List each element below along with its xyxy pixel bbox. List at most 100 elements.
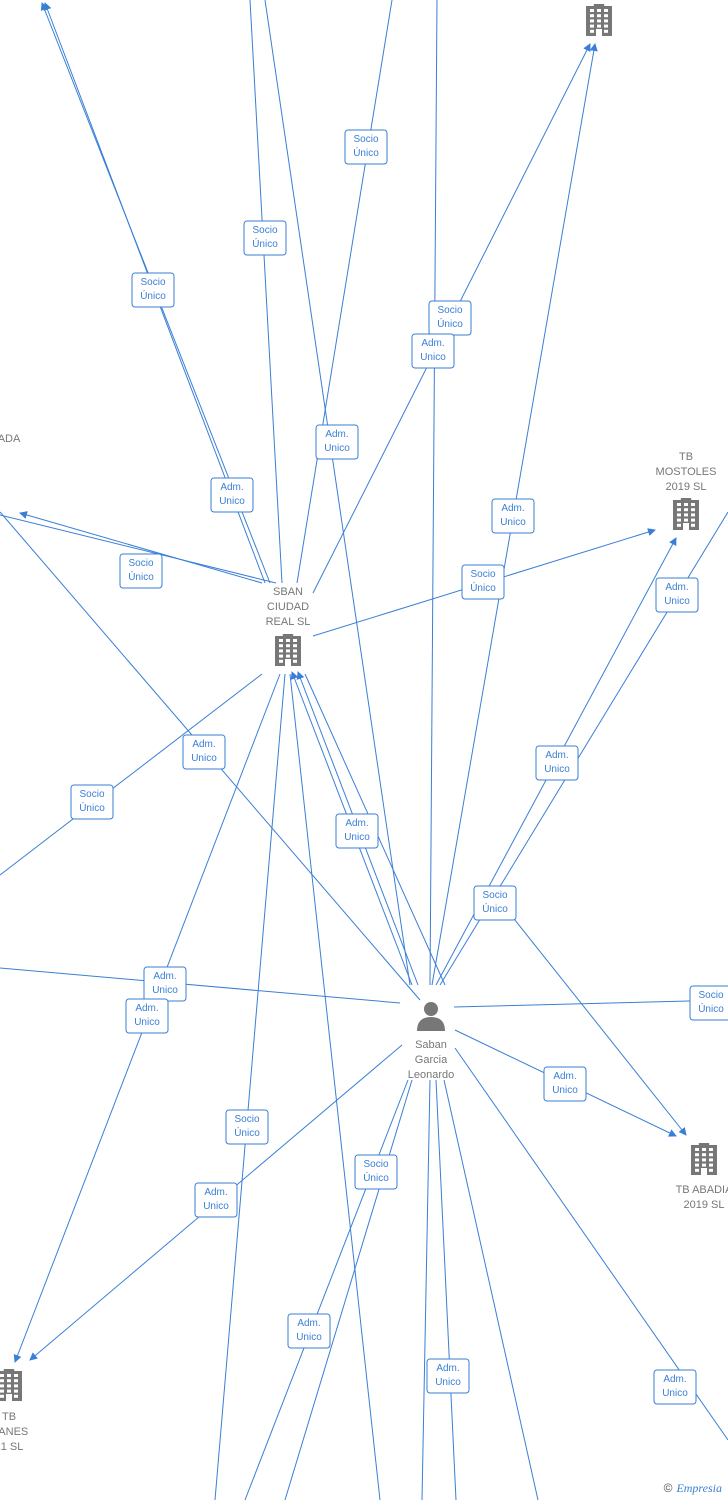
edge-label-text: Socio: [470, 569, 495, 580]
edge-label-text: Unico: [664, 596, 690, 607]
relation-edge: [421, 1079, 431, 1500]
company-node[interactable]: TB ABADIA 2019 SL: [676, 1143, 728, 1211]
node-label: 21 SL: [0, 1441, 23, 1453]
edge-label-text: Socio: [698, 990, 723, 1001]
relation-edge: [249, 0, 283, 584]
edge-label-text: Unico: [662, 1388, 688, 1399]
edge-label-text: Único: [698, 1002, 724, 1015]
edge-label-text: Adm.: [345, 818, 368, 829]
relation-edge: [264, 0, 411, 986]
node-label: MOSTOLES: [656, 466, 717, 478]
edge-label-text: Socio: [234, 1114, 259, 1125]
relation-edge: [435, 1079, 457, 1500]
edge-label[interactable]: Adm.Unico: [653, 1369, 697, 1405]
edge-label-text: Unico: [219, 496, 245, 507]
edge-label-text: Adm.: [665, 582, 688, 593]
edge-label-text: Unico: [344, 832, 370, 843]
edge-label[interactable]: Adm. Unico: [210, 477, 254, 513]
edge-label-text: Unico: [544, 764, 570, 775]
company-node[interactable]: [586, 4, 612, 36]
edge-label[interactable]: Adm. Unico: [287, 1313, 331, 1349]
edge-label-text: Socio: [140, 277, 165, 288]
relation-edge: [453, 999, 728, 1008]
edge-label-text: Unico: [324, 443, 350, 454]
edge-label-text: Adm.: [153, 971, 176, 982]
edge-label-text: Único: [234, 1126, 260, 1139]
edge-label-text: Unico: [152, 985, 178, 996]
node-label: SBAN: [273, 586, 303, 598]
node-label: TB: [2, 1411, 16, 1423]
relation-edge: [494, 894, 687, 1136]
edge-label[interactable]: Adm. Unico: [535, 745, 579, 781]
edge-label-text: Único: [128, 570, 154, 583]
edge-label-text: Único: [140, 289, 166, 302]
edge-label[interactable]: Adm. Unico: [125, 998, 169, 1034]
node-label: ADA: [0, 433, 21, 445]
edge-label-text: Único: [470, 581, 496, 594]
edge-label-text: Unico: [420, 352, 446, 363]
edge-label[interactable]: Adm.Unico: [543, 1066, 587, 1102]
edge-label-text: Socio: [128, 558, 153, 569]
edge-label[interactable]: Adm. Unico: [426, 1358, 470, 1394]
edge-label[interactable]: Adm. Unico: [335, 813, 379, 849]
person-icon: [424, 1002, 438, 1016]
edge-label-text: Socio: [437, 305, 462, 316]
edge-label-text: Adm.: [204, 1187, 227, 1198]
edge-label-text: Unico: [435, 1377, 461, 1388]
edge-label-text: Adm.: [436, 1363, 459, 1374]
edge-labels-layer: SocioÚnicoSocioÚnicoSocioÚnicoSocioÚnico…: [70, 129, 728, 1405]
edge-label-text: Socio: [353, 134, 378, 145]
node-label: Garcia: [415, 1054, 448, 1066]
edge-label-text: Adm.: [545, 750, 568, 761]
edge-label-text: Unico: [552, 1085, 578, 1096]
edge-label-text: Adm.: [421, 338, 444, 349]
company-node[interactable]: ADA: [0, 433, 21, 445]
copyright-symbol: ©: [663, 1481, 673, 1495]
edge-label-text: Adm.: [297, 1318, 320, 1329]
company-node[interactable]: TB MOSTOLES 2019 SL: [656, 451, 717, 530]
relation-edge: [244, 1079, 409, 1500]
node-label: TB ABADIA: [676, 1184, 728, 1196]
node-label: 2019 SL: [684, 1199, 725, 1211]
node-label: GANES: [0, 1426, 28, 1438]
edge-label-text: Unico: [203, 1201, 229, 1212]
brand-name: Empresia: [676, 1481, 722, 1495]
node-label: 2019 SL: [666, 481, 707, 493]
edge-label[interactable]: Adm. Unico: [655, 577, 699, 613]
relation-edge: [214, 673, 286, 1500]
company-node[interactable]: TB GANES 21 SL: [0, 1369, 28, 1453]
edge-label[interactable]: Adm. Unico: [411, 333, 455, 369]
edge-label[interactable]: Adm. Unico: [315, 424, 359, 460]
edge-label-text: Unico: [134, 1017, 160, 1028]
relation-edge: [429, 0, 438, 986]
edge-label[interactable]: Adm. Unico: [194, 1182, 238, 1218]
edge-label-text: Unico: [296, 1332, 322, 1343]
edge-label-text: Adm.: [220, 482, 243, 493]
edge-label[interactable]: Adm. Unico: [143, 966, 187, 1002]
edge-label-text: Adm.: [135, 1003, 158, 1014]
edge-label[interactable]: Adm.Unico: [182, 734, 226, 770]
node-label: Saban: [415, 1039, 447, 1051]
edge-label-text: Único: [363, 1171, 389, 1184]
edge-label-text: Unico: [191, 753, 217, 764]
relation-edge: [0, 673, 263, 876]
edge-label-text: Adm.: [325, 429, 348, 440]
edge-label[interactable]: Adm.Unico: [491, 498, 535, 534]
node-label: TB: [679, 451, 693, 463]
relation-edge: [284, 1079, 413, 1500]
node-label: Leonardo: [408, 1069, 455, 1081]
